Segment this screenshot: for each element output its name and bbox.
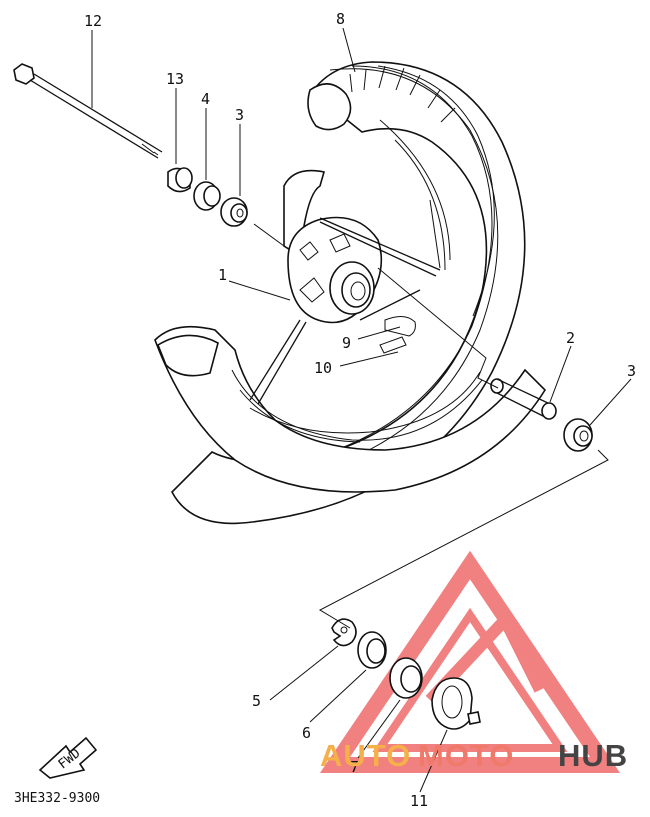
callout-4: 4 [201,90,210,108]
callout-3-upper: 3 [235,106,244,124]
watermark-hub: HUB [558,738,628,773]
callout-8: 8 [336,10,345,28]
callout-5: 5 [252,692,261,710]
spacer-collar-part [193,181,221,211]
wheel-axle-part [13,63,163,159]
callout-11: 11 [410,792,428,810]
hub-casting-part [249,169,441,405]
diagram-code: 3HE332-9300 [14,791,100,806]
retaining-clip-part [331,618,357,647]
axle-collar-part [167,167,193,193]
oil-seal-part [357,631,387,669]
leader-lines [91,27,632,793]
watermark-moto: MOTO [418,738,514,773]
axle-spacer-part [490,378,557,420]
fwd-arrow: FWD [38,736,98,779]
watermark-auto: AUTO [320,738,411,773]
bearing-part-upper [220,197,248,227]
callout-9: 9 [342,334,351,352]
gear-unit-part [431,677,481,730]
callout-6: 6 [302,724,311,742]
callout-1: 1 [218,266,227,284]
watermark-text: AUTO MOTO HUB [320,738,628,773]
callout-7: 7 [350,758,359,776]
callout-2: 2 [566,329,575,347]
callout-3-right: 3 [627,362,636,380]
bearing-ring-part [389,657,423,699]
callout-10: 10 [314,359,332,377]
callout-12: 12 [84,12,102,30]
callout-13: 13 [166,70,184,88]
tire-part [154,61,547,525]
bearing-part-right [563,418,593,452]
callout-numbers: 12 8 13 4 3 1 9 10 2 3 5 6 7 11 [84,10,636,810]
